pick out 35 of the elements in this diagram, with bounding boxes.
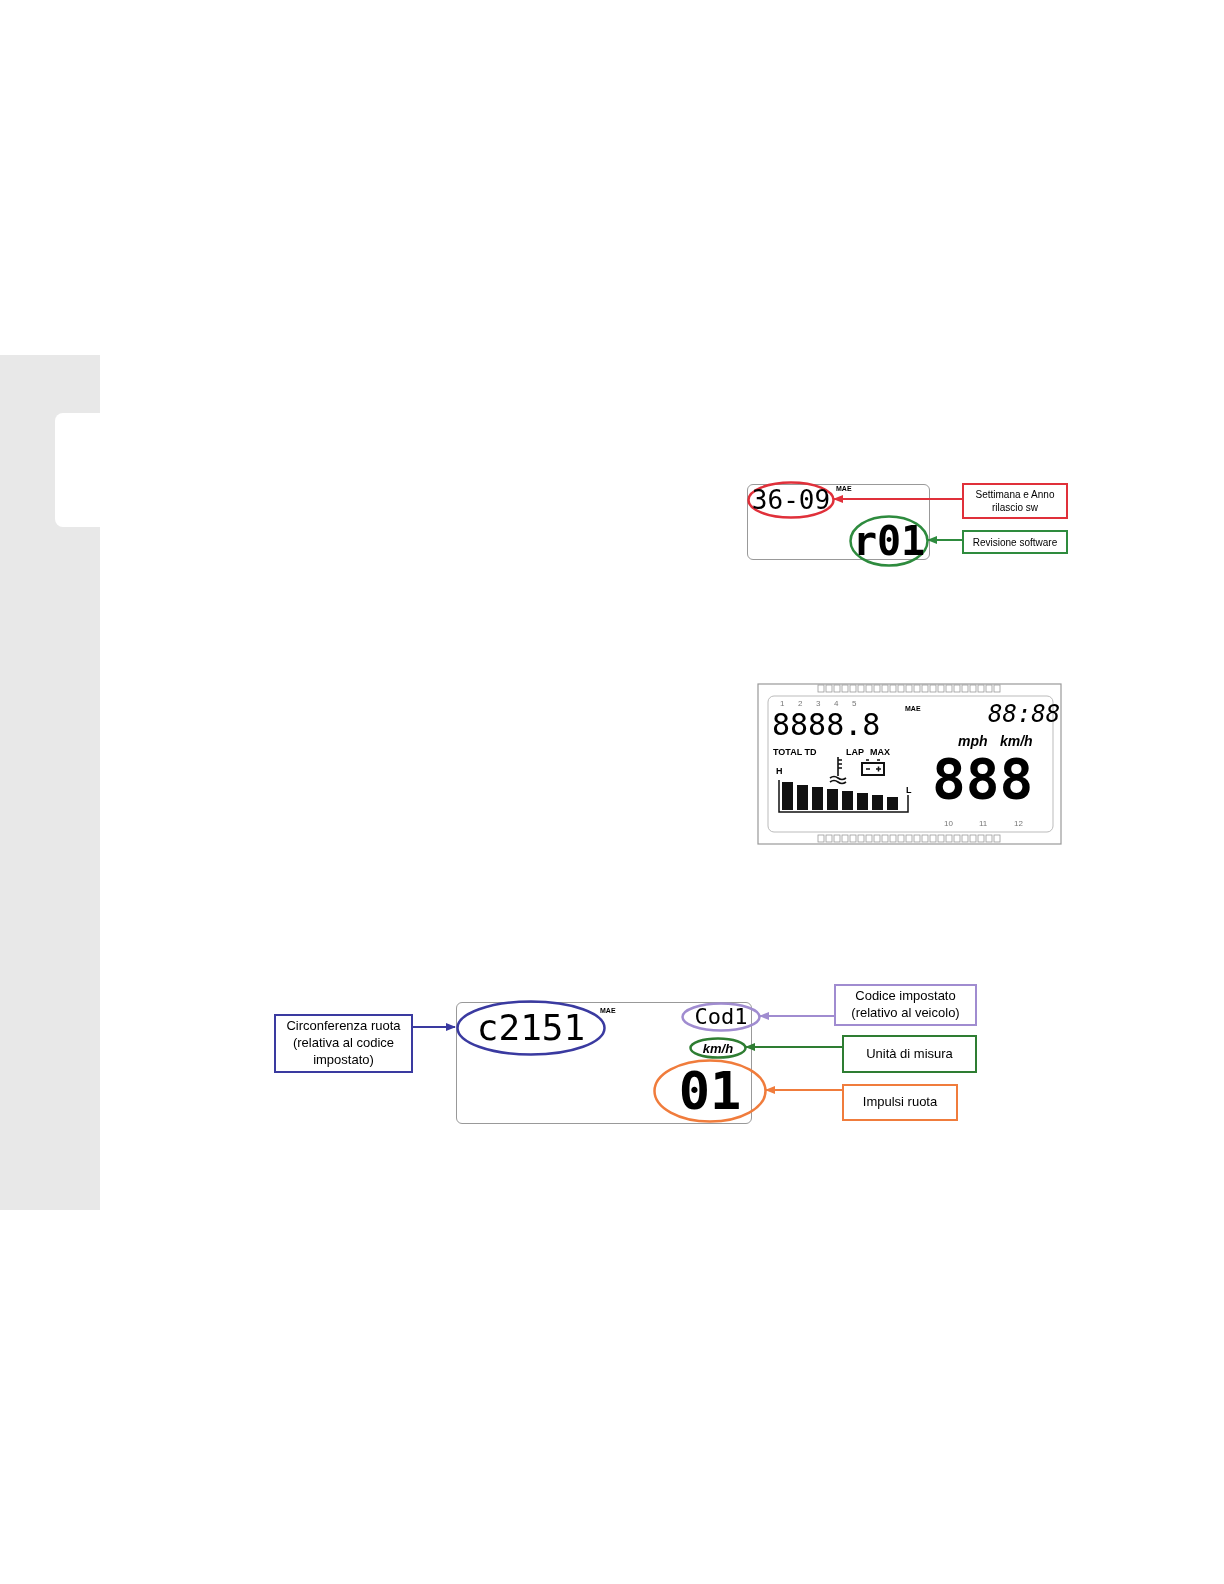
segment-number: 11 (979, 820, 988, 828)
mode-text: TOTAL TD (773, 748, 817, 757)
segment-number: 1 (780, 700, 785, 708)
segment-number: 12 (1014, 820, 1023, 828)
callout-box: Settimana e Anno rilascio sw (962, 483, 1068, 519)
segment-number: 4 (834, 700, 839, 708)
segment-number: 10 (944, 820, 953, 828)
circled-reading: Cod1 (681, 1002, 761, 1032)
callout-box: Impulsi ruota (842, 1084, 958, 1121)
callout-box: Revisione software (962, 530, 1068, 554)
mode-text: LAP (846, 748, 864, 757)
callout-box: Codice impostato (relativo al veicolo) (834, 984, 977, 1026)
arrow (765, 1086, 843, 1094)
segment-number: 5 (852, 700, 857, 708)
circled-reading: r01 (849, 515, 929, 567)
scale-mark: L (906, 786, 912, 795)
segment-number: 3 (816, 700, 821, 708)
lcd-digits: 8888.8 (772, 710, 881, 740)
arrow (833, 495, 963, 503)
circled-reading: 36-09 (747, 481, 835, 519)
circled-reading: km/h (689, 1037, 747, 1059)
callout-box: Circonferenza ruota (relativa al codice impostato) (274, 1014, 413, 1073)
arrow (927, 536, 963, 544)
unit-text: km/h (1000, 734, 1033, 748)
arrow (745, 1043, 843, 1051)
unit-text: mph (958, 734, 988, 748)
speed-digits: 888 (932, 751, 1034, 807)
callout-box: Unità di misura (842, 1035, 977, 1073)
scale-mark: H (776, 767, 783, 776)
circled-reading: 01 (653, 1059, 767, 1123)
clock-digits: 88:88 (988, 702, 1061, 726)
mode-text: MAX (870, 748, 890, 757)
arrow (759, 1012, 835, 1020)
segment-number: 2 (798, 700, 803, 708)
arrow (412, 1023, 456, 1031)
